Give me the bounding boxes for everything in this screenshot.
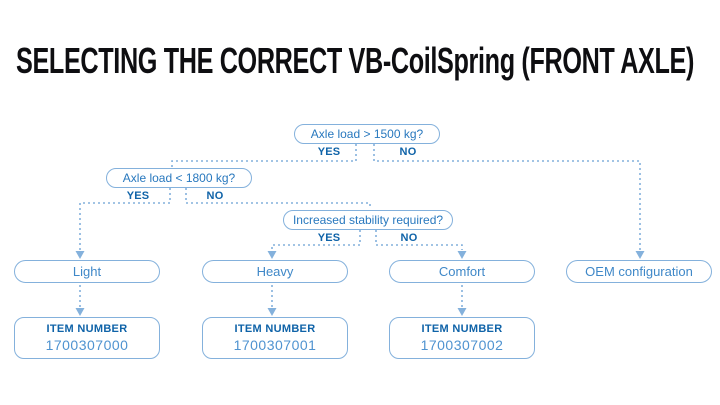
result-comfort: Comfort xyxy=(389,260,535,283)
item-number-box-light: ITEM NUMBER 1700307000 xyxy=(14,317,160,359)
branch-label-no-2: NO xyxy=(206,190,224,202)
dashed-connector-d1-no xyxy=(373,144,641,250)
branch-label-no-3: NO xyxy=(400,232,418,244)
branch-label-no-1: NO xyxy=(399,146,417,158)
dashed-connector-d2-no xyxy=(185,188,371,209)
dashed-connector-d3-yes xyxy=(271,230,361,250)
arrow-down-icon xyxy=(267,251,277,259)
arrow-down-icon xyxy=(635,251,645,259)
arrow-down-icon xyxy=(75,308,85,316)
item-number-label: ITEM NUMBER xyxy=(421,323,503,335)
dashed-connector-d2-yes xyxy=(79,188,171,250)
branch-label-yes-3: YES xyxy=(317,232,341,244)
result-light: Light xyxy=(14,260,160,283)
branch-label-yes-2: YES xyxy=(126,190,150,202)
arrow-down-icon xyxy=(457,308,467,316)
decision-increased-stability: Increased stability required? xyxy=(283,210,453,230)
item-number-box-comfort: ITEM NUMBER 1700307002 xyxy=(389,317,535,359)
page-title: SELECTING THE CORRECT VB-CoilSpring (FRO… xyxy=(16,40,695,81)
arrow-down-icon xyxy=(267,308,277,316)
branch-label-yes-1: YES xyxy=(317,146,341,158)
result-heavy: Heavy xyxy=(202,260,348,283)
item-number-value: 1700307001 xyxy=(233,337,317,353)
result-oem-configuration: OEM configuration xyxy=(566,260,712,283)
dashed-connector-d3-no xyxy=(375,230,463,250)
arrow-down-icon xyxy=(75,251,85,259)
item-number-value: 1700307002 xyxy=(420,337,504,353)
item-number-box-heavy: ITEM NUMBER 1700307001 xyxy=(202,317,348,359)
item-number-label: ITEM NUMBER xyxy=(234,323,316,335)
arrow-down-icon xyxy=(457,251,467,259)
decision-axle-load-over-1500: Axle load > 1500 kg? xyxy=(294,124,440,144)
item-number-label: ITEM NUMBER xyxy=(46,323,128,335)
decision-axle-load-under-1800: Axle load < 1800 kg? xyxy=(106,168,252,188)
item-number-value: 1700307000 xyxy=(45,337,129,353)
